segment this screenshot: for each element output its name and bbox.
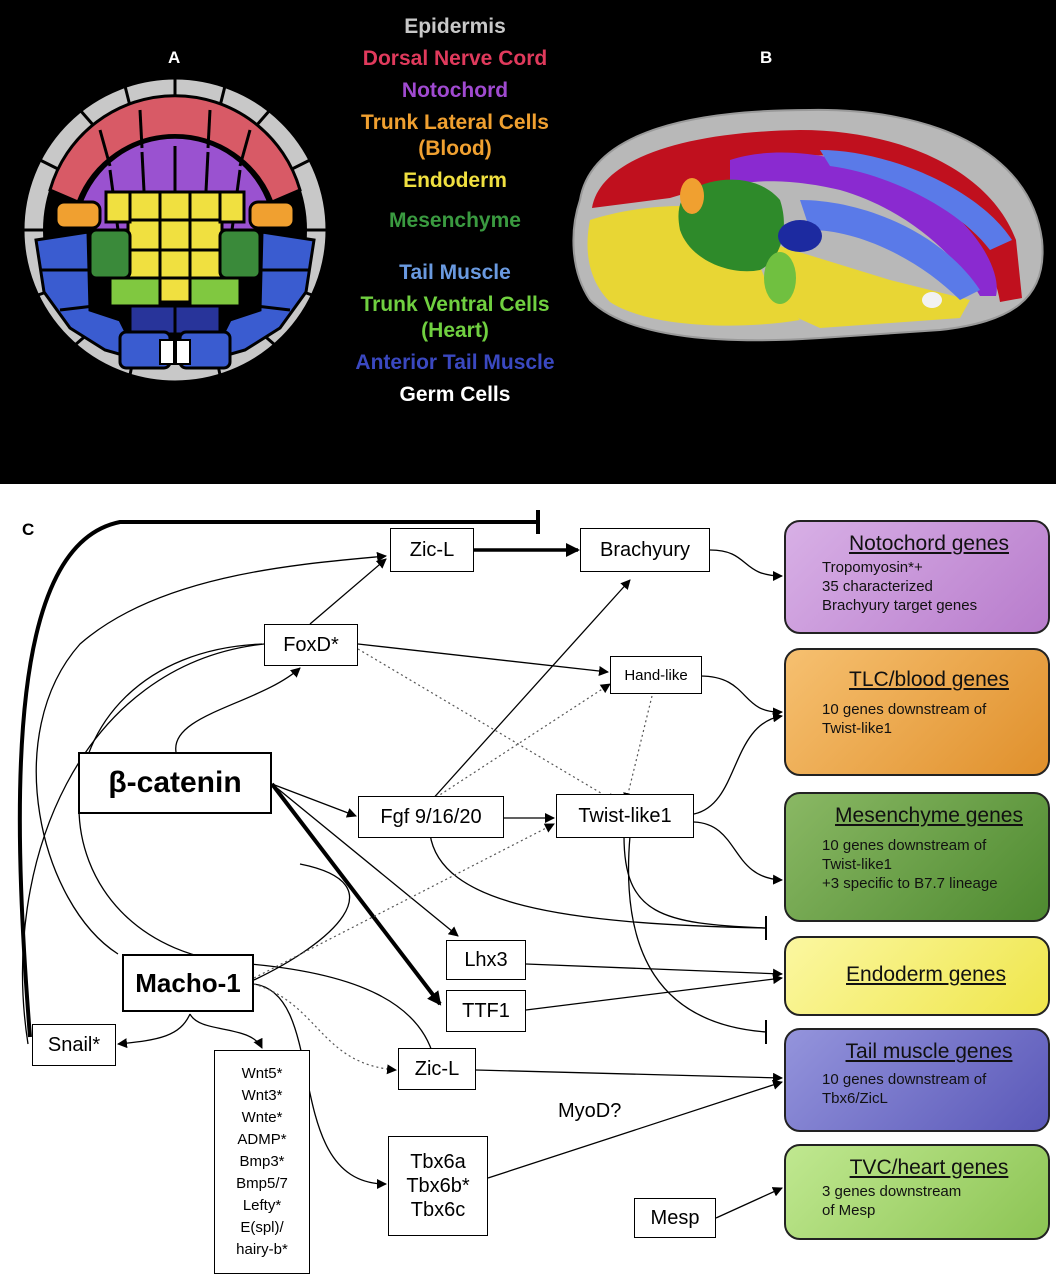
legend-epidermis: Epidermis [404,15,506,38]
gene-box-tail-muscle: Tail muscle genes 10 genes downstream of… [784,1028,1050,1132]
legend-endoderm: Endoderm [403,169,507,192]
legend-germ-cells: Germ Cells [399,383,511,406]
gene-box-tlc-blood: TLC/blood genes 10 genes downstream of T… [784,648,1050,776]
legend-trunk-ventral-cells: Trunk Ventral Cells [360,293,550,316]
tbx-list-item: Tbx6b* [406,1175,470,1197]
gene-box-mesenchyme: Mesenchyme genes 10 genes downstream of … [784,792,1050,922]
gene-box-desc-line: 10 genes downstream of [822,837,987,854]
gene-box-title: Endoderm genes [846,963,1006,986]
node-zic-l-bottom: Zic-L [398,1048,476,1090]
gene-box-desc-line: Twist-like1 [822,720,893,737]
wnt-list-item: hairy-b* [236,1241,288,1258]
wnt-list-item: Lefty* [242,1197,282,1214]
node-lhx3: Lhx3 [446,940,526,980]
larva-tissue-illustration [572,108,1044,342]
edge-label-myod: MyoD? [558,1100,622,1122]
tbx-list-item: Tbx6c [410,1199,466,1221]
node-zic-l-top: Zic-L [390,528,474,572]
gene-box-notochord: Notochord genes Tropomyosin*+ 35 charact… [784,520,1050,634]
gene-regulatory-network: C [0,484,1056,1280]
node-hand-like: Hand-like [610,656,702,694]
gene-box-desc-line: Tropomyosin*+ [822,559,923,576]
gene-box-desc-line: of Mesp [822,1202,876,1219]
gene-box-desc-line: Tbx6/ZicL [822,1090,888,1107]
legend-dorsal-nerve-cord: Dorsal Nerve Cord [362,47,548,70]
node-mesp: Mesp [634,1198,716,1238]
panel-label-a: A [168,48,181,67]
gene-box-title: Mesenchyme genes [835,804,1023,827]
legend-mesenchyme: Mesenchyme [389,209,521,232]
gene-box-desc-line: 3 genes downstream [822,1183,962,1200]
embryo-cross-section-illustration [21,76,329,384]
legend-heart: (Heart) [421,319,489,342]
wnt-list-item: Bmp5/7 [236,1175,288,1192]
node-foxd: FoxD* [264,624,358,666]
figure-panel-ab: A B [0,0,1056,484]
legend-anterior-tail-muscle: Anterior Tail Muscle [355,351,555,374]
wnt-list-item: Wnt5* [241,1065,283,1082]
panel-label-b: B [760,48,773,67]
node-macho-1: Macho-1 [122,954,254,1012]
gene-box-endoderm: Endoderm genes [784,936,1050,1016]
wnt-list-item: Wnt3* [241,1087,283,1104]
cell-type-legend: Epidermis Dorsal Nerve Cord Notochord Tr… [330,14,580,408]
gene-box-desc-line: Twist-like1 [822,856,893,873]
node-fgf-9-16-20: Fgf 9/16/20 [358,796,504,838]
wnt-list-item: Wnte* [241,1109,283,1126]
gene-box-title: Notochord genes [849,532,1009,555]
node-beta-catenin: β-catenin [78,752,272,814]
node-wnt-list: Wnt5* Wnt3* Wnte* ADMP* Bmp3* Bmp5/7 Lef… [214,1050,310,1274]
legend-tail-muscle: Tail Muscle [399,261,511,284]
legend-notochord: Notochord [401,79,509,102]
gene-box-title: TLC/blood genes [849,668,1009,691]
legend-blood: (Blood) [418,137,492,160]
gene-box-tvc-heart: TVC/heart genes 3 genes downstream of Me… [784,1144,1050,1240]
wnt-list-item: ADMP* [237,1131,287,1148]
wnt-list-item: Bmp3* [239,1153,285,1170]
wnt-list-item: E(spl)/ [240,1219,284,1236]
panel-label-c: C [22,520,35,539]
gene-box-desc-line: Brachyury target genes [822,597,978,614]
node-tbx6-list: Tbx6a Tbx6b* Tbx6c [388,1136,488,1236]
gene-box-title: Tail muscle genes [845,1040,1013,1063]
node-brachyury: Brachyury [580,528,710,572]
node-ttf1: TTF1 [446,990,526,1032]
node-snail: Snail* [32,1024,116,1066]
gene-box-desc-line: 10 genes downstream of [822,701,987,718]
gene-box-desc-line: 35 characterized [822,578,933,595]
gene-box-desc-line: +3 specific to B7.7 lineage [822,875,998,892]
gene-box-title: TVC/heart genes [849,1156,1009,1179]
node-twist-like1: Twist-like1 [556,794,694,838]
tbx-list-item: Tbx6a [410,1151,466,1173]
legend-trunk-lateral-cells: Trunk Lateral Cells [361,111,549,134]
gene-box-desc-line: 10 genes downstream of [822,1071,987,1088]
